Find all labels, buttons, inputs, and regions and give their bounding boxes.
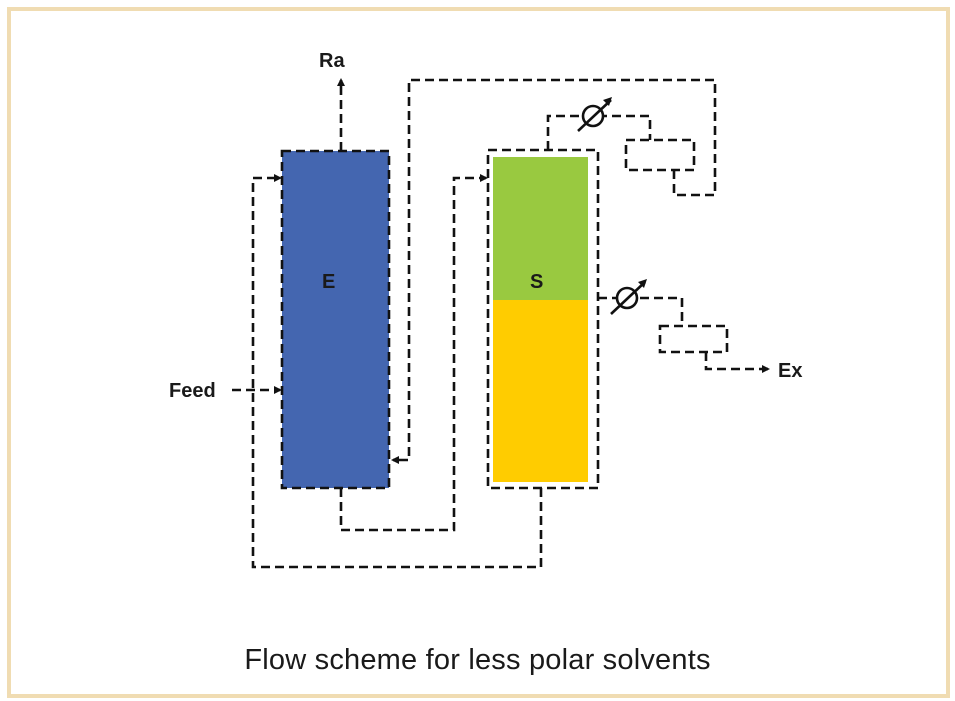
- extract-product-line: [704, 352, 770, 373]
- ex-label: Ex: [778, 360, 802, 382]
- side-pressure-valve-icon: [610, 279, 647, 315]
- extract-outlet-line: [598, 296, 684, 326]
- top-separator-vessel: [624, 138, 696, 172]
- separator-bottom-phase: [493, 300, 588, 482]
- extractor-label: E: [322, 271, 335, 293]
- extract-separator-vessel: [658, 324, 729, 354]
- top-pressure-valve-icon: [577, 97, 612, 132]
- extract-transfer-line: [339, 174, 488, 532]
- figure-frame: [7, 7, 950, 698]
- ra-label: Ra: [319, 50, 345, 72]
- figure-caption: Flow scheme for less polar solvents: [244, 644, 711, 676]
- recycle-loop-line: [251, 174, 543, 569]
- feed-label: Feed: [169, 380, 216, 402]
- separator-label: S: [530, 271, 543, 293]
- separator-top-phase: [493, 157, 588, 300]
- extractor-column: [282, 151, 389, 488]
- extractor-column-outline: [280, 149, 391, 490]
